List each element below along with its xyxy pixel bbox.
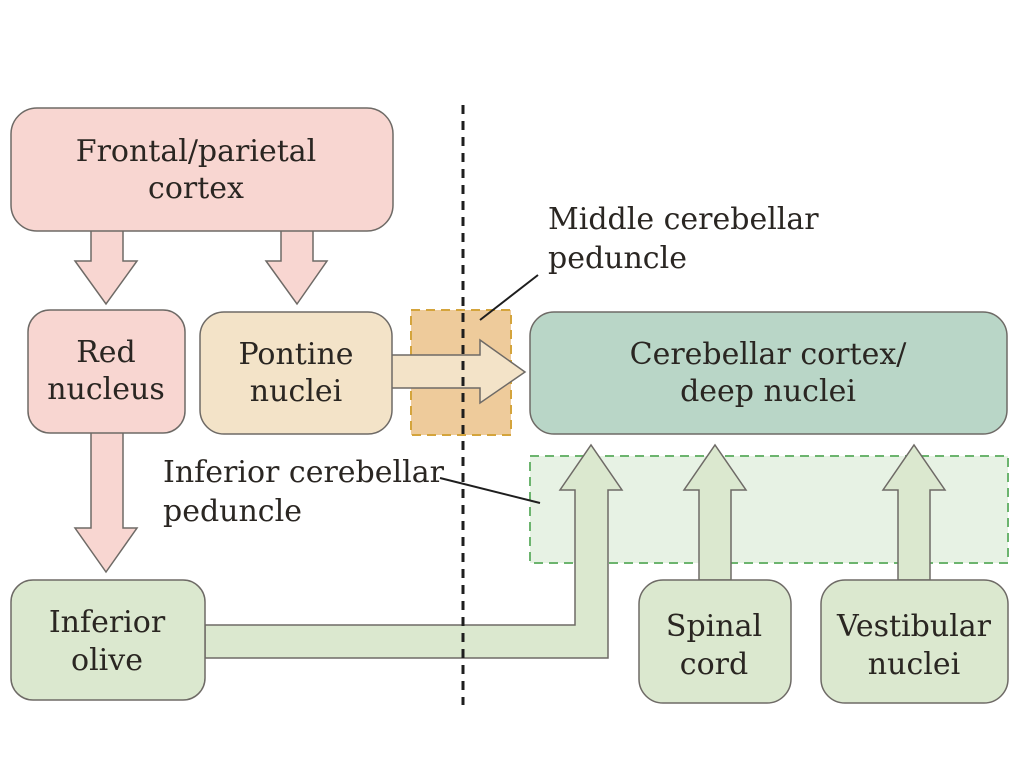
cerebellar-label-2: deep nuclei — [680, 374, 856, 409]
red-nucleus-label-1: Red — [76, 335, 136, 370]
arrow-vestibular-to-cerebellum — [881, 443, 947, 581]
arrow-pontine-to-cerebellum — [387, 338, 527, 405]
leader-middle-peduncle — [479, 274, 539, 321]
olive-label-2: olive — [71, 643, 143, 678]
node-frontal-parietal-cortex — [10, 107, 394, 232]
pontine-label-2: nuclei — [250, 374, 342, 409]
frontal-label-2: cortex — [148, 171, 244, 206]
node-cerebellar-cortex — [529, 311, 1008, 435]
arrow-frontal-to-pontine — [264, 229, 329, 306]
middle-peduncle-label-1: Middle cerebellar — [548, 202, 819, 237]
olive-label-1: Inferior — [49, 605, 166, 640]
red-nucleus-label-2: nucleus — [47, 372, 165, 407]
vestibular-label-1: Vestibular — [836, 609, 992, 644]
arrow-spinal-to-cerebellum — [682, 443, 748, 581]
node-inferior-olive — [10, 579, 206, 701]
frontal-label-1: Frontal/parietal — [76, 134, 317, 169]
leader-inferior-peduncle — [439, 477, 541, 504]
node-vestibular-nuclei — [820, 579, 1009, 704]
node-pontine-nuclei — [199, 311, 393, 435]
vestibular-label-2: nuclei — [868, 647, 960, 682]
spinal-label-1: Spinal — [666, 609, 762, 644]
spinal-label-2: cord — [680, 647, 748, 682]
arrow-frontal-to-red — [73, 229, 139, 306]
node-spinal-cord — [638, 579, 792, 704]
pontine-label-1: Pontine — [238, 337, 353, 372]
arrow-olive-to-cerebellum — [204, 443, 624, 659]
middle-peduncle-label-2: peduncle — [548, 241, 687, 276]
node-red-nucleus — [27, 309, 186, 434]
arrow-red-to-olive — [73, 431, 139, 574]
inferior-peduncle-label-2: peduncle — [163, 494, 302, 529]
cerebellar-label-1: Cerebellar cortex/ — [630, 337, 908, 372]
inferior-peduncle-label-1: Inferior cerebellar — [163, 455, 445, 490]
